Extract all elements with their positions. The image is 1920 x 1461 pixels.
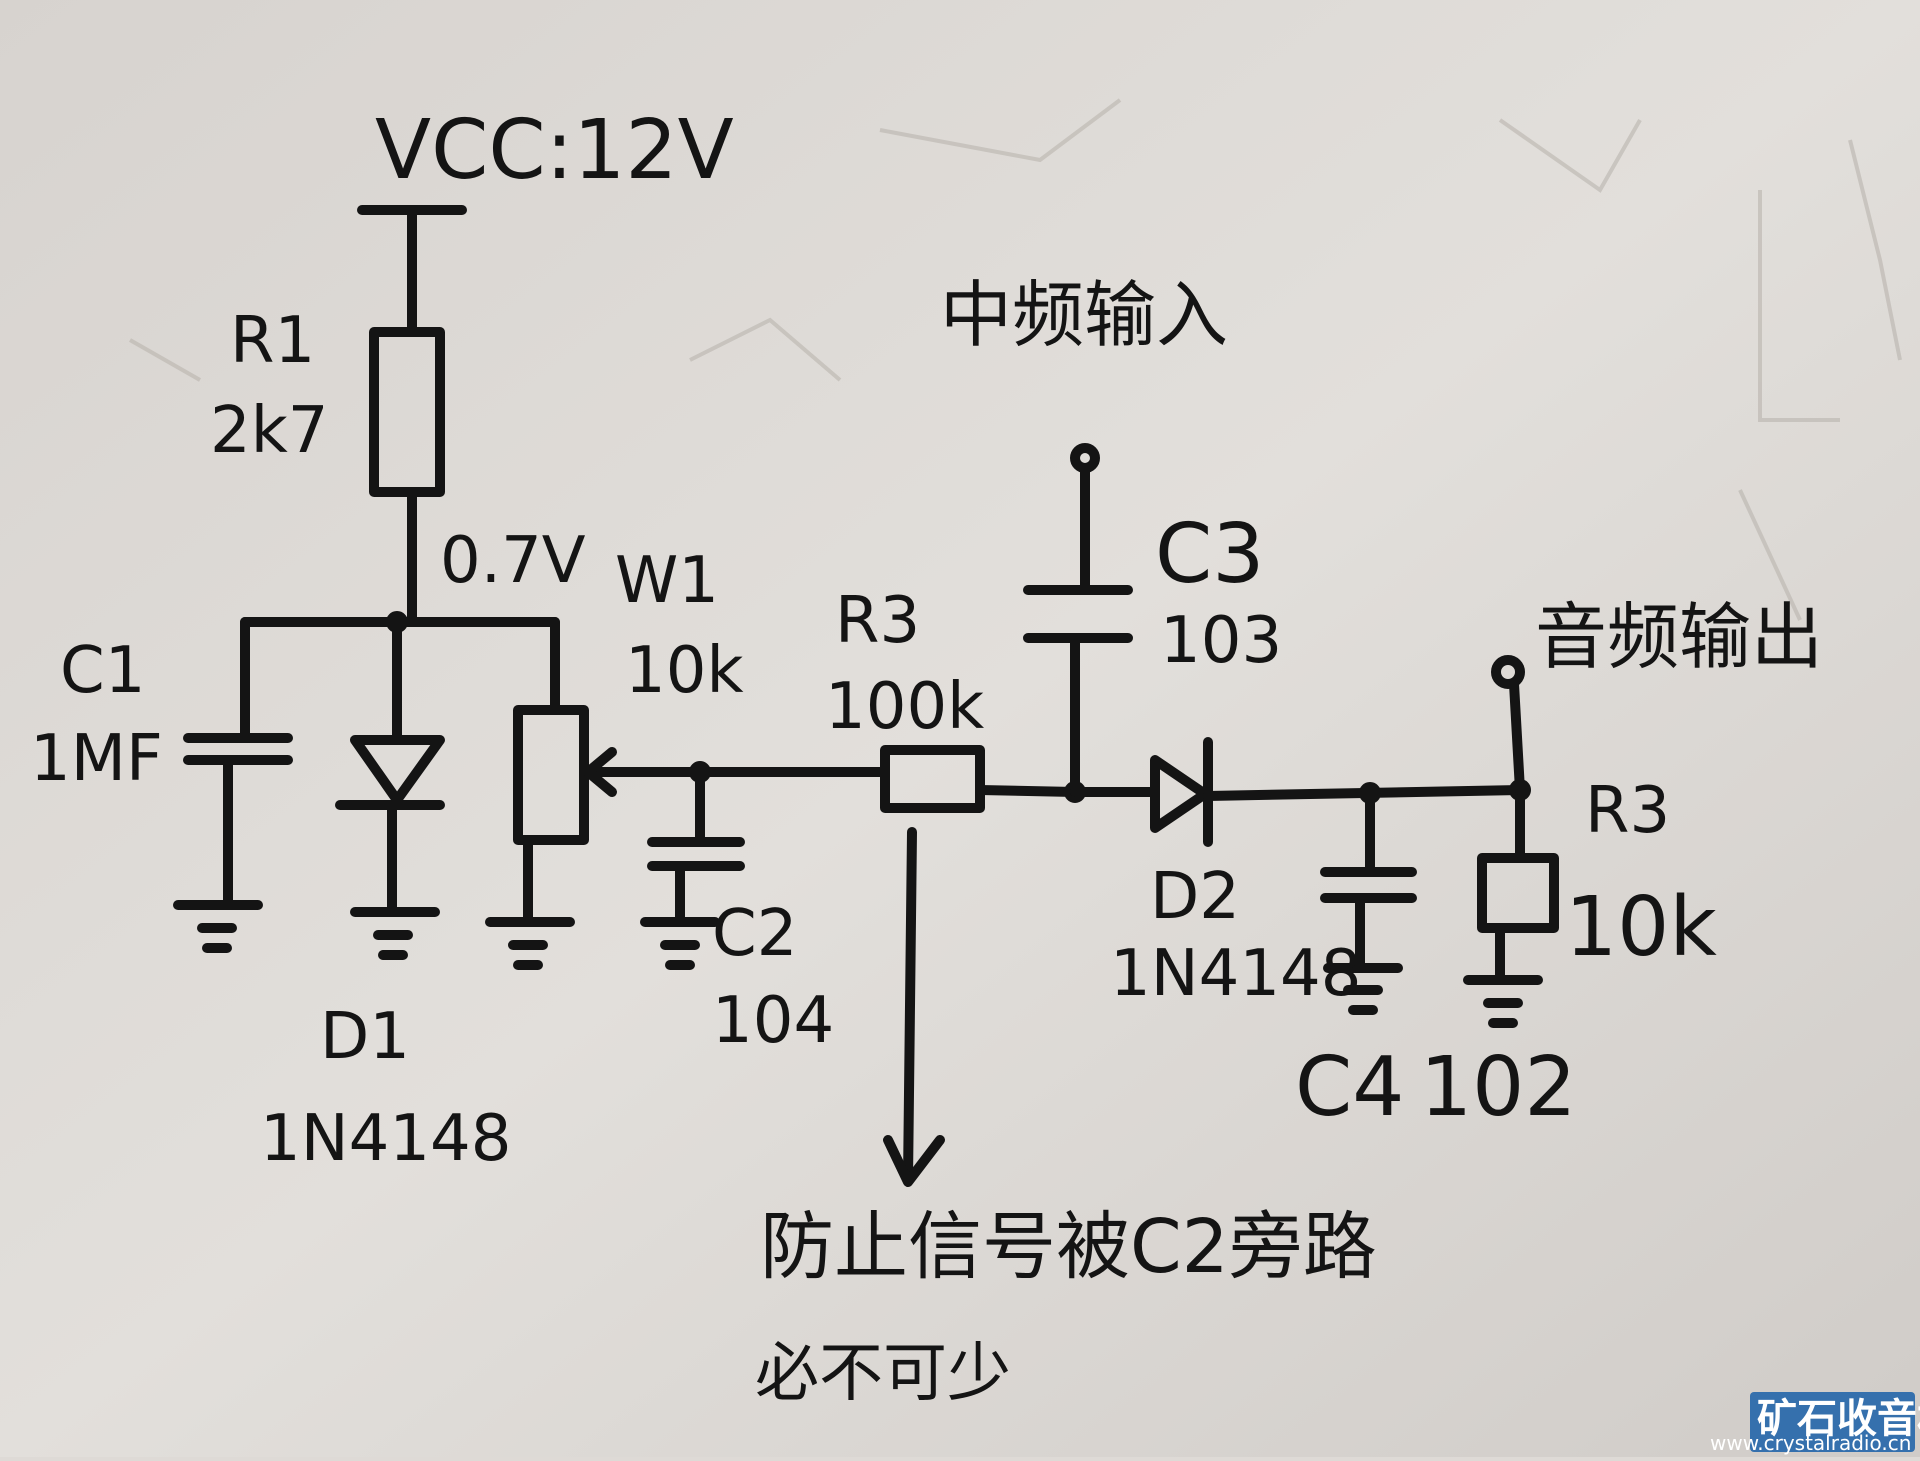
capacitor-c2 bbox=[647, 767, 745, 927]
c1-designator: C1 bbox=[60, 634, 145, 708]
d1-designator: D1 bbox=[320, 1000, 410, 1074]
ground-symbol-w1 bbox=[485, 917, 575, 970]
r3-series-value: 100k bbox=[825, 670, 984, 744]
d2-designator: D2 bbox=[1150, 860, 1240, 934]
capacitor-c1 bbox=[183, 617, 293, 910]
d1-value: 1N4148 bbox=[260, 1102, 511, 1176]
w1-designator: W1 bbox=[615, 544, 719, 618]
capacitor-c4 bbox=[1320, 788, 1417, 973]
resistor-r3-series bbox=[880, 745, 985, 813]
site-watermark: 矿石收音机 www.crystalradio.cn bbox=[1710, 1392, 1920, 1455]
resistor-r3-load bbox=[1477, 785, 1559, 985]
watermark-url: www.crystalradio.cn bbox=[1710, 1431, 1911, 1455]
annotation-note: 防止信号被C2旁路 bbox=[760, 1204, 1377, 1290]
ground-symbol-d1 bbox=[350, 907, 440, 960]
watermark-site-name: 矿石收音机 bbox=[1757, 1396, 1920, 1442]
ground-symbol-c4 bbox=[1323, 963, 1403, 1015]
bias-voltage-label: 0.7V bbox=[440, 524, 586, 598]
c4-value: 102 bbox=[1420, 1040, 1577, 1135]
r1-value: 2k7 bbox=[210, 394, 329, 468]
c3-value: 103 bbox=[1160, 604, 1282, 678]
resistor-r1 bbox=[369, 327, 445, 627]
c4-designator: C4 bbox=[1295, 1040, 1404, 1135]
audio-output-label: 音频输出 bbox=[1535, 595, 1823, 679]
c1-value: 1MF bbox=[30, 722, 163, 796]
vcc-terminal bbox=[357, 205, 467, 335]
paper-show-through bbox=[129, 98, 1902, 621]
watermark-badge bbox=[1750, 1392, 1915, 1452]
c3-designator: C3 bbox=[1155, 507, 1264, 602]
ground-symbol-c2 bbox=[640, 917, 720, 970]
c2-designator: C2 bbox=[712, 897, 797, 971]
d2-value: 1N4148 bbox=[1110, 937, 1361, 1011]
r3-load-value: 10k bbox=[1565, 880, 1717, 975]
detector-input-wire bbox=[975, 785, 1080, 797]
diode-d1 bbox=[335, 617, 445, 917]
r1-designator: R1 bbox=[230, 304, 315, 378]
annotation-emphasis: 必不可少 bbox=[755, 1337, 1011, 1411]
w1-value: 10k bbox=[625, 634, 744, 708]
vcc-label: VCC:12V bbox=[375, 103, 734, 198]
r3-load-designator: R3 bbox=[1585, 774, 1670, 848]
ground-symbol-r3-load bbox=[1463, 975, 1543, 1028]
ground-symbol-c1 bbox=[173, 900, 263, 953]
audio-output-terminal bbox=[1491, 655, 1525, 795]
annotation-arrow bbox=[883, 827, 945, 1187]
if-input-label: 中频输入 bbox=[940, 273, 1228, 357]
c2-value: 104 bbox=[712, 984, 834, 1058]
r3-series-designator: R3 bbox=[835, 584, 920, 658]
capacitor-c3 bbox=[1023, 443, 1133, 797]
